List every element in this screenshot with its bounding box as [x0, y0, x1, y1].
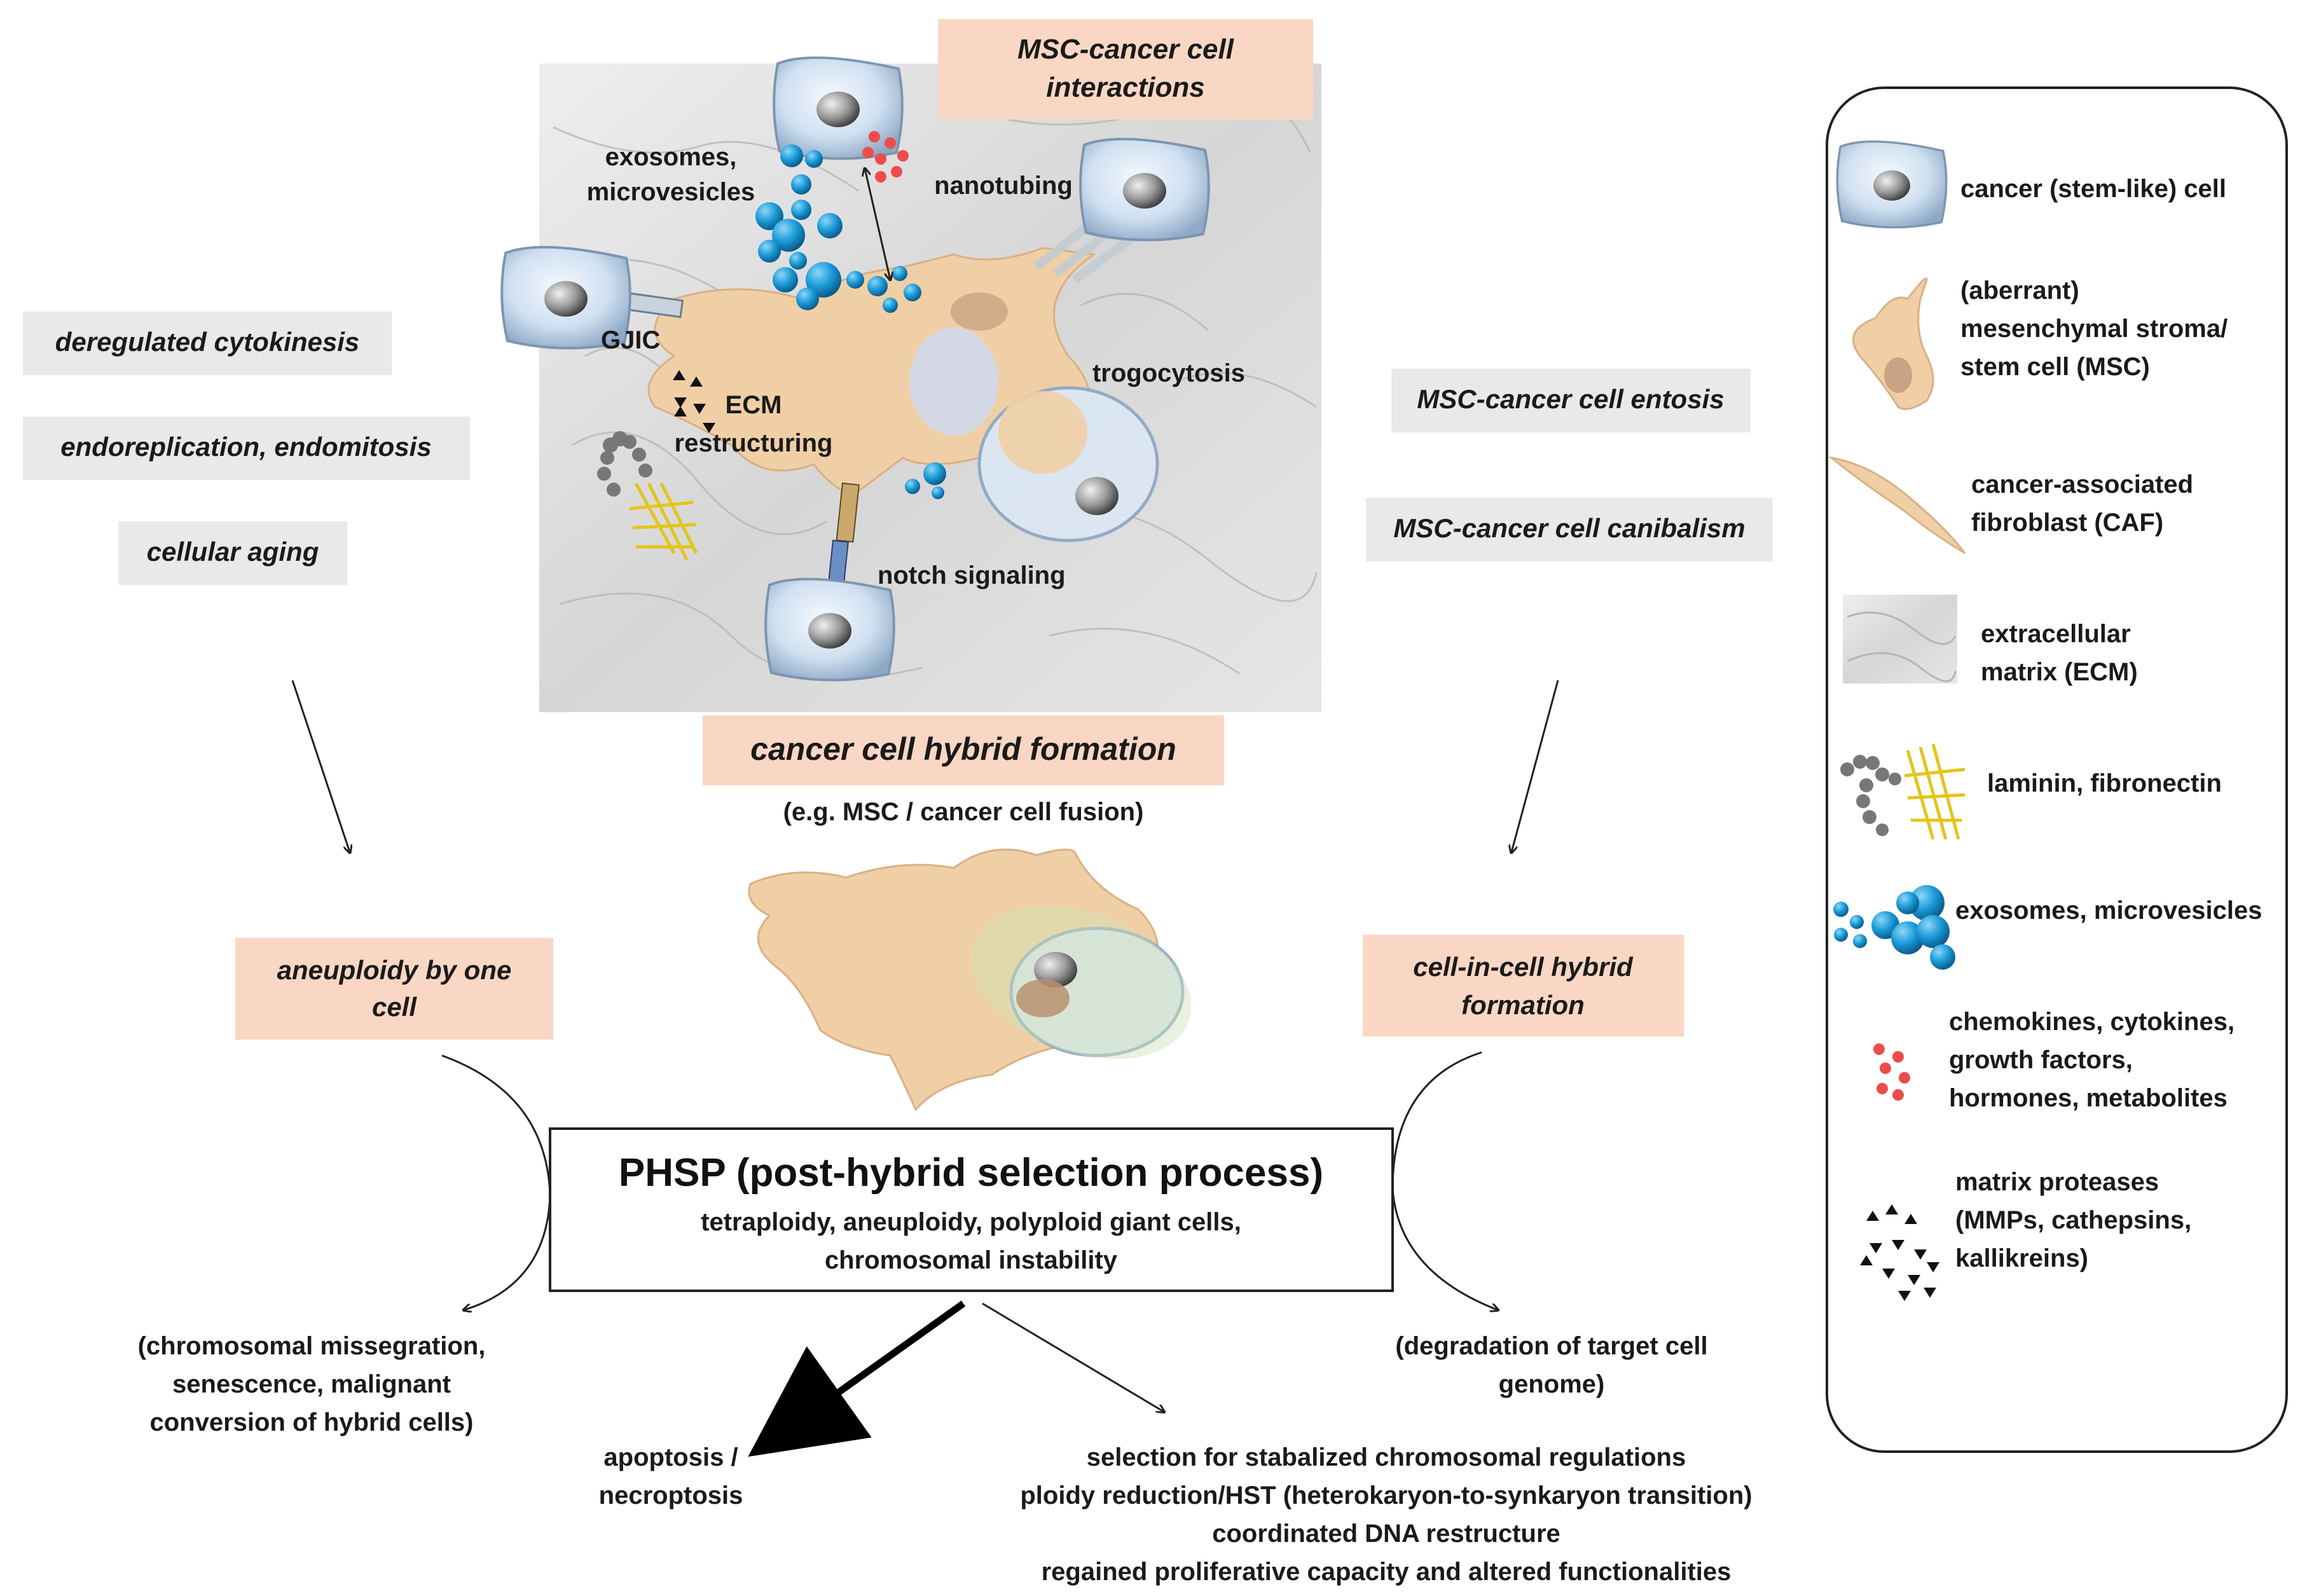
- legend-caf-text-2: fibroblast (CAF): [1971, 509, 2163, 537]
- text-aneuploidy-1: aneuploidy by one: [277, 955, 512, 985]
- legend-laminin-fibronectin-icon: [1840, 743, 1966, 840]
- legend-panel: [1826, 86, 2288, 1453]
- text-aneuploidy-2: cell: [372, 992, 417, 1022]
- text-selection-3: coordinated DNA restructure: [1212, 1520, 1560, 1548]
- legend-msc-cell-icon: [1852, 277, 1934, 410]
- hybrid-cell-illustration: [748, 848, 1192, 1111]
- legend-ecm-swatch-icon: [1843, 595, 1957, 684]
- legend-msc-text-3: stem cell (MSC): [1960, 353, 2150, 381]
- legend-laminin-text: laminin, fibronectin: [1987, 769, 2222, 797]
- legend-msc-text-2: mesenchymal stroma/: [1960, 315, 2228, 343]
- text-outcome-left-3: conversion of hybrid cells): [149, 1408, 473, 1436]
- vesicles-cluster: [755, 144, 946, 499]
- text-endoreplication: endoreplication, endomitosis: [60, 432, 431, 462]
- legend-prot-text-3: kallikreins): [1955, 1244, 2088, 1272]
- box-cellincell: [1363, 935, 1684, 1036]
- phsp-title: PHSP (post-hybrid selection process): [619, 1151, 1323, 1195]
- legend-chemokine-dots-icon: [1873, 1043, 1910, 1101]
- label-trogocytosis: trogocytosis: [1092, 359, 1245, 387]
- box-cytokinesis: [23, 312, 392, 375]
- top-box-line2: interactions: [1046, 72, 1204, 103]
- legend-msc-text-1: (aberrant): [1960, 277, 2079, 305]
- text-selection-2: ploidy reduction/HST (heterokaryon-to-sy…: [1020, 1482, 1752, 1510]
- label-ecm-1: ECM: [726, 391, 782, 419]
- text-canibalism: MSC-cancer cell canibalism: [1393, 513, 1745, 543]
- legend-cancer-cell-icon: [1836, 140, 1948, 229]
- legend-caf-cell-icon: [1828, 456, 1966, 554]
- legend-ecm-text-1: extracellular: [1981, 620, 2131, 648]
- legend-chemo-text-2: growth factors,: [1949, 1046, 2133, 1074]
- text-selection-4: regained proliferative capacity and alte…: [1042, 1558, 1732, 1586]
- box-entosis: [1391, 369, 1751, 432]
- text-apoptosis-1: apoptosis /: [603, 1443, 738, 1471]
- text-selection-1: selection for stabalized chromosomal reg…: [1087, 1443, 1686, 1471]
- label-gjic: GJIC: [601, 326, 660, 354]
- phsp-line2: chromosomal instability: [825, 1246, 1118, 1274]
- text-apoptosis-2: necroptosis: [599, 1482, 743, 1510]
- text-outcome-left-1: (chromosomal missegration,: [138, 1332, 486, 1360]
- label-notch: notch signaling: [878, 561, 1066, 589]
- text-hybrid-title: cancer cell hybrid formation: [750, 731, 1176, 767]
- box-aging: [118, 521, 347, 585]
- laminin-fibronectin-center: [597, 431, 698, 561]
- legend-ecm-text-2: matrix (ECM): [1981, 658, 2138, 686]
- arc-left: [441, 1054, 551, 1310]
- arc-right: [1391, 1051, 1498, 1310]
- label-nanotubing: nanotubing: [934, 172, 1073, 200]
- legend-chemo-text-3: hormones, metabolites: [1949, 1084, 2228, 1112]
- text-outcome-right-1: (degradation of target cell: [1395, 1332, 1707, 1360]
- legend-caf-text-1: cancer-associated: [1971, 471, 2193, 499]
- box-hybrid: [703, 715, 1224, 785]
- label-exosomes-2: microvesicles: [587, 178, 755, 206]
- label-ecm-2: restructuring: [675, 429, 833, 457]
- legend-prot-text-2: (MMPs, cathepsins,: [1955, 1206, 2191, 1234]
- label-exosomes-1: exosomes,: [605, 143, 737, 171]
- text-cellincell-1: cell-in-cell hybrid: [1413, 952, 1634, 982]
- protease-triangles: [673, 370, 715, 433]
- top-box: [938, 19, 1313, 120]
- cancer-cell-bottom: [764, 577, 895, 682]
- box-canibalism: [1366, 498, 1773, 561]
- text-outcome-left-2: senescence, malignant: [172, 1370, 451, 1398]
- arrow-left-down: [291, 680, 350, 852]
- text-entosis: MSC-cancer cell entosis: [1417, 384, 1724, 414]
- top-box-line1: MSC-cancer cell: [1017, 34, 1234, 65]
- text-aging: cellular aging: [147, 537, 319, 567]
- phsp-line1: tetraploidy, aneuploidy, polyploid giant…: [701, 1208, 1241, 1236]
- text-outcome-right-2: genome): [1499, 1370, 1605, 1398]
- legend-prot-text-1: matrix proteases: [1955, 1168, 2159, 1196]
- cancer-cell-top: [773, 56, 904, 160]
- phsp-box: [549, 1127, 1394, 1292]
- text-cellincell-2: formation: [1461, 990, 1585, 1020]
- legend-protease-triangles-icon: [1860, 1204, 1939, 1301]
- legend-chemo-text-1: chemokines, cytokines,: [1949, 1008, 2235, 1036]
- arrow-apoptosis: [748, 1300, 966, 1457]
- box-aneuploidy: [235, 938, 553, 1040]
- box-endoreplication: [23, 416, 470, 480]
- text-hybrid-subtitle: (e.g. MSC / cancer cell fusion): [783, 798, 1144, 826]
- legend-cancer-text: cancer (stem-like) cell: [1960, 175, 2226, 203]
- text-cytokinesis: deregulated cytokinesis: [55, 327, 360, 357]
- legend-vesicles-icon: [1833, 885, 1955, 970]
- legend-exosomes-text: exosomes, microvesicles: [1955, 897, 2262, 925]
- cancer-cell-right: [1079, 137, 1210, 242]
- arrow-right-down: [1512, 680, 1559, 852]
- arrow-selection: [982, 1302, 1164, 1412]
